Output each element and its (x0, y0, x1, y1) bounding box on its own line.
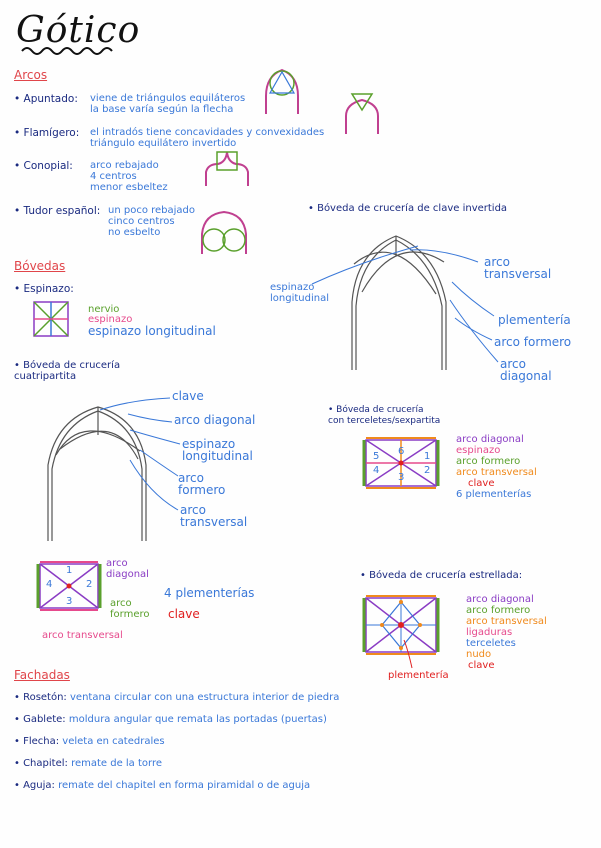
estrellada-legend-arco-formero: arco formero (466, 605, 531, 616)
arco-tudor-desc: un poco rebajado cinco centros no esbelt… (108, 205, 196, 238)
cuatripartita-plan-label-arco-diagonal: arco diagonal (106, 558, 149, 580)
arco-apuntado-term: • Apuntado: (14, 93, 78, 105)
arco-conopial-desc: arco rebajado 4 centros menor esbeltez (90, 160, 168, 193)
cuatripartita-plan-label-arco-transversal: arco transversal (42, 630, 123, 641)
espinazo-label-longitudinal: espinazo longitudinal (88, 324, 216, 338)
terceletes-num-3: 3 (398, 472, 405, 483)
terceletes-num-4: 4 (373, 465, 380, 476)
terceletes-title: • Bóveda de crucería con terceletes/sexp… (328, 405, 441, 426)
terceletes-legend-clave: clave (468, 478, 495, 489)
estrellada-label-plementeria: plementería (388, 670, 449, 681)
cuatripartita-plan-num-4: 4 (46, 579, 53, 590)
cuatripartita-plan-label-arco-formero: arco formero (110, 598, 150, 620)
cuatripartita-label-arco-transversal: arco transversal (180, 503, 248, 529)
estrellada-legend-ligaduras: ligaduras (466, 627, 513, 638)
cuatripartita-plan-drawing (36, 561, 102, 611)
arco-conopial-drawing (205, 151, 249, 186)
section-heading-fachadas: Fachadas (14, 668, 70, 682)
clave-invertida-label-arco-formero: arco formero (494, 335, 572, 349)
clave-invertida-label-plementeria: plementería (498, 313, 571, 327)
terceletes-legend-espinazo: espinazo (456, 445, 501, 456)
cuatripartita-title: • Bóveda de crucería cuatripartita (14, 360, 121, 382)
terceletes-legend-plementerias: 6 plementerías (456, 489, 532, 500)
estrellada-legend-arco-diagonal: arco diagonal (466, 594, 534, 605)
arco-flamigero-term: • Flamígero: (14, 127, 80, 139)
espinazo-label-espinazo: espinazo (88, 314, 133, 325)
section-heading-arcos: Arcos (14, 68, 48, 82)
cuatripartita-plan-num-1: 1 (66, 565, 73, 576)
cuatripartita-plan-label-clave: clave (168, 607, 200, 621)
title-underline-squiggle (21, 47, 113, 55)
fachada-item-roseton: • Rosetón: ventana circular con una estr… (14, 692, 340, 703)
clave-invertida-vault-drawing (351, 235, 447, 370)
estrellada-legend-terceletes: terceletes (466, 638, 516, 649)
terceletes-num-5: 5 (373, 451, 380, 462)
cuatripartita-vault-drawing (47, 406, 147, 541)
estrellada-legend-nudo: nudo (466, 649, 492, 660)
estrellada-legend-clave: clave (468, 660, 495, 671)
estrellada-plan-drawing (362, 595, 440, 655)
espinazo-plan-drawing (33, 301, 69, 337)
cuatripartita-plan-label-plementerias: 4 plementerías (164, 586, 255, 600)
terceletes-num-6: 6 (398, 446, 405, 457)
fachada-item-gablete: • Gablete: moldura angular que remata la… (14, 714, 327, 725)
cuatripartita-label-arco-formero: arco formero (178, 471, 226, 497)
arco-tudor-drawing (201, 210, 247, 254)
cuatripartita-plan-num-3: 3 (66, 596, 73, 607)
clave-invertida-label-arco-transversal: arco transversal (484, 255, 552, 281)
arco-flamigero-drawing (345, 93, 379, 134)
fachada-item-flecha: • Flecha: veleta en catedrales (14, 736, 165, 747)
arco-tudor-term: • Tudor español: (14, 205, 101, 217)
clave-invertida-title: • Bóveda de crucería de clave invertida (308, 203, 508, 214)
arco-conopial-term: • Conopial: (14, 160, 73, 172)
espinazo-term: • Espinazo: (14, 283, 74, 295)
page-title: Gótico (16, 10, 141, 51)
clave-invertida-label-espinazo: espinazo longitudinal (270, 282, 329, 304)
section-heading-bovedas: Bóvedas (14, 259, 66, 273)
cuatripartita-label-arco-diagonal: arco diagonal (174, 413, 256, 427)
clave-invertida-label-arco-diagonal: arco diagonal (500, 357, 552, 383)
terceletes-legend-arco-transversal: arco transversal (456, 467, 537, 478)
estrellada-title: • Bóveda de crucería estrellada: (360, 570, 523, 581)
arco-flamigero-desc: el intradós tiene concavidades y convexi… (90, 127, 325, 149)
terceletes-legend-arco-formero: arco formero (456, 456, 521, 467)
fachada-item-aguja: • Aguja: remate del chapitel en forma pi… (14, 780, 311, 791)
arco-apuntado-desc: viene de triángulos equiláteros la base … (90, 93, 246, 115)
arco-apuntado-drawing (265, 68, 299, 114)
terceletes-legend-arco-diagonal: arco diagonal (456, 434, 524, 445)
cuatripartita-plan-num-2: 2 (86, 579, 93, 590)
espinazo-label-nervio: nervio (88, 304, 120, 315)
terceletes-plan-drawing (362, 437, 440, 489)
cuatripartita-label-espinazo: espinazo longitudinal (182, 437, 253, 463)
terceletes-num-2: 2 (424, 465, 431, 476)
cuatripartita-label-clave: clave (172, 389, 204, 403)
fachada-item-chapitel: • Chapitel: remate de la torre (14, 758, 163, 769)
terceletes-num-1: 1 (424, 451, 431, 462)
estrellada-legend-arco-transversal: arco transversal (466, 616, 547, 627)
